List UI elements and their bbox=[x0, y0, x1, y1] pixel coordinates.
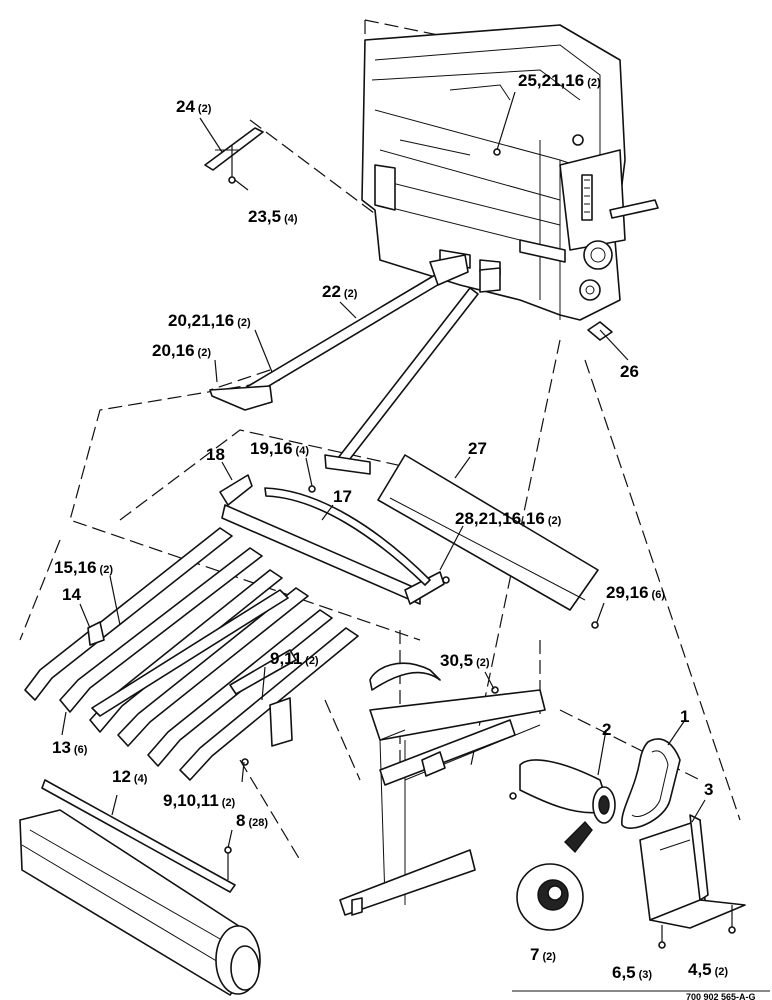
callout-26: 26 bbox=[620, 362, 639, 381]
tube-2 bbox=[369, 662, 616, 824]
plate-24 bbox=[204, 127, 264, 184]
callout-29-16: 29,16(6) bbox=[606, 583, 665, 602]
rake-tines bbox=[24, 527, 359, 781]
callout-17: 17 bbox=[333, 487, 352, 506]
bracket-3 bbox=[639, 814, 746, 929]
callout-9-11: 9,11(2) bbox=[270, 649, 319, 668]
callout-27: 27 bbox=[468, 439, 487, 458]
callout-7: 7(2) bbox=[530, 945, 556, 964]
callout-24: 24(2) bbox=[176, 97, 212, 116]
callout-12: 12(4) bbox=[112, 767, 148, 786]
callout-30-5: 30,5(2) bbox=[440, 651, 490, 670]
callout-labels: 1 2 3 4,5(2) 6,5(3) 7(2) 8(28) 9,10,11(2… bbox=[52, 71, 728, 982]
rod-12 bbox=[41, 779, 236, 893]
callout-20-16: 20,16(2) bbox=[152, 341, 211, 360]
callout-13: 13(6) bbox=[52, 738, 88, 757]
callout-20-21-16: 20,21,16(2) bbox=[168, 311, 251, 330]
callout-22: 22(2) bbox=[322, 282, 358, 301]
callout-3: 3 bbox=[704, 780, 713, 799]
callout-1: 1 bbox=[680, 707, 689, 726]
callout-6-5: 6,5(3) bbox=[612, 963, 652, 982]
callout-8: 8(28) bbox=[236, 811, 268, 830]
strap-17 bbox=[264, 487, 431, 586]
bolt-8 bbox=[224, 846, 232, 880]
roller-drum bbox=[19, 809, 261, 996]
callout-14: 14 bbox=[62, 585, 81, 604]
support-arm-upper bbox=[209, 254, 469, 411]
callout-15-16: 15,16(2) bbox=[54, 558, 113, 577]
callout-4-5: 4,5(2) bbox=[688, 960, 728, 979]
callout-23-5: 23,5(4) bbox=[248, 207, 298, 226]
bolts-bottom bbox=[658, 905, 736, 949]
lower-frame bbox=[339, 689, 546, 916]
leader-lines bbox=[61, 91, 706, 849]
support-arm-lower bbox=[324, 267, 501, 475]
callout-9-10-11: 9,10,11(2) bbox=[163, 791, 236, 810]
document-number: 700 902 565-A-G bbox=[686, 992, 756, 1000]
callout-18: 18 bbox=[206, 445, 225, 464]
bracket-26 bbox=[587, 321, 629, 361]
callout-25-21-16: 25,21,16(2) bbox=[518, 71, 601, 90]
callout-2: 2 bbox=[602, 720, 611, 739]
cover-27 bbox=[377, 454, 599, 611]
callout-19-16: 19,16(4) bbox=[250, 439, 309, 458]
bearing-detail-7 bbox=[516, 820, 593, 931]
hopper-housing bbox=[361, 24, 659, 321]
callout-28-21-16-16: 28,21,16,16(2) bbox=[455, 509, 562, 528]
belt-1 bbox=[621, 738, 681, 829]
